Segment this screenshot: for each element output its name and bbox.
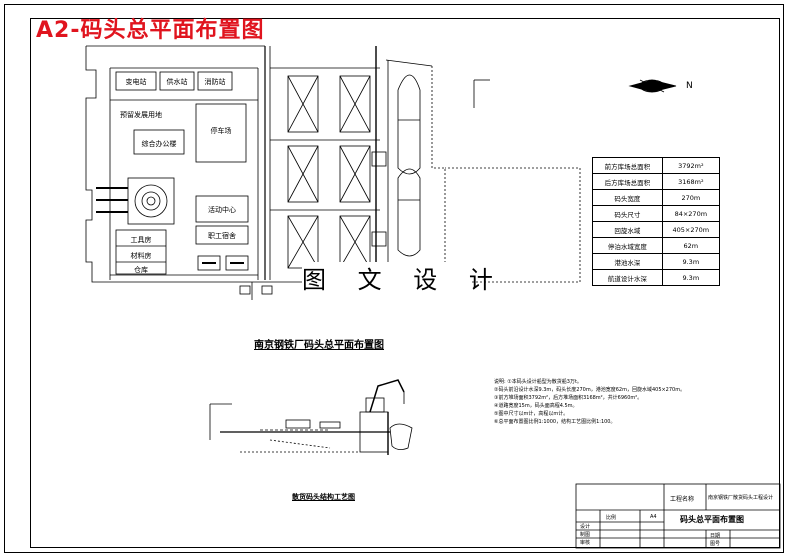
dorm-building	[195, 225, 249, 245]
parameter-label: 码头尺寸	[592, 205, 663, 222]
label-substation: 变电站	[125, 78, 147, 86]
title-block-row-design: 设计	[580, 524, 591, 530]
title-block-frame	[575, 483, 781, 549]
water-station-building	[159, 71, 195, 91]
note-line: ④道路宽度15m，码头面高程4.5m。	[494, 403, 578, 409]
note-line: ③前方堆场面积3792m²，后方堆场面积3168m²，共计6960m²。	[494, 395, 643, 401]
parameter-value: 3792m²	[661, 157, 721, 174]
parameter-label: 码头宽度	[592, 189, 663, 206]
label-tool-room: 工具房	[130, 236, 152, 244]
title-block-scale-label: 比例	[606, 515, 617, 521]
ship-1	[397, 74, 421, 175]
title-block-number: 图号	[710, 541, 721, 547]
plan-title: 南京钢铁厂码头总平面布置图	[254, 340, 384, 351]
watermark: 图 文 设 计	[302, 262, 493, 298]
title-block-date: 日期	[710, 533, 721, 539]
parameter-value: 9.3m	[661, 253, 721, 270]
land-boundary	[85, 46, 270, 283]
parameter-label: 前方库场总面积	[592, 157, 663, 174]
parameter-label: 回旋水域	[592, 221, 663, 238]
parameter-value: 3168m²	[661, 173, 721, 190]
note-line: 说明: ①本码头设计船型为散货船3万t。	[494, 379, 582, 385]
title-block-row-draw: 制图	[580, 532, 591, 538]
section-drawing	[209, 379, 413, 455]
title-block-project-name: 南京钢铁厂散货码头工程设计	[708, 495, 774, 501]
activity-center-building	[195, 195, 249, 223]
label-activity-center: 活动中心	[208, 206, 236, 214]
title-block-row-check: 审核	[580, 540, 591, 546]
inner-frame	[30, 18, 780, 548]
parameter-value: 9.3m	[661, 269, 721, 286]
label-worker-dorm: 职工宿舍	[208, 232, 236, 240]
storage-block	[115, 229, 167, 275]
parameter-value: 405×270m	[661, 221, 721, 238]
parking-lot	[195, 103, 247, 163]
parameter-label: 后方库场总面积	[592, 173, 663, 190]
label-reserved-land: 预留发展用地	[120, 111, 162, 119]
note-line: ⑤图中尺寸以m计，高程以m计。	[494, 411, 569, 417]
title-block-project-label: 工程名称	[670, 496, 695, 503]
parameter-value: 270m	[661, 189, 721, 206]
parameter-value: 62m	[661, 237, 721, 254]
north-arrow-icon	[628, 79, 677, 93]
title-block-scale: A4	[650, 514, 657, 520]
label-warehouse: 仓库	[134, 266, 148, 274]
plaza-circle	[134, 184, 168, 218]
outer-frame	[4, 4, 784, 553]
note-line: ⑥总平面布置图比例1:1000，结构工艺图比例1:100。	[494, 419, 616, 425]
office-building	[133, 129, 185, 155]
title-block-drawing-title: 码头总平面布置图	[680, 515, 744, 524]
north-label: N	[686, 81, 693, 91]
design-notes: 说明: ①本码头设计船型为散货船3万t。 ②码头前沿设计水深9.3m，码头长度27…	[494, 378, 744, 426]
substation-building	[115, 71, 157, 91]
parameter-label: 航道设计水深	[592, 269, 663, 286]
parameter-label: 港池水深	[592, 253, 663, 270]
parameter-label: 停泊水域宽度	[592, 237, 663, 254]
fire-station-building	[197, 71, 233, 91]
drawing-title: A2-码头总平面布置图	[36, 18, 265, 43]
stack-yards	[287, 75, 371, 269]
label-water-station: 供水站	[166, 78, 188, 86]
turning-basin	[431, 66, 581, 283]
label-office: 综合办公楼	[141, 140, 177, 148]
section-title: 散货码头结构工艺图	[292, 493, 355, 501]
label-fire-station: 消防站	[204, 78, 226, 86]
label-parking: 停车场	[210, 127, 232, 135]
ship-2	[397, 168, 421, 257]
parameter-value: 84×270m	[661, 205, 721, 222]
note-line: ②码头前沿设计水深9.3m，码头长度270m，港池宽度62m，回旋水域405×2…	[494, 387, 686, 393]
label-material-room: 材料房	[130, 252, 152, 260]
